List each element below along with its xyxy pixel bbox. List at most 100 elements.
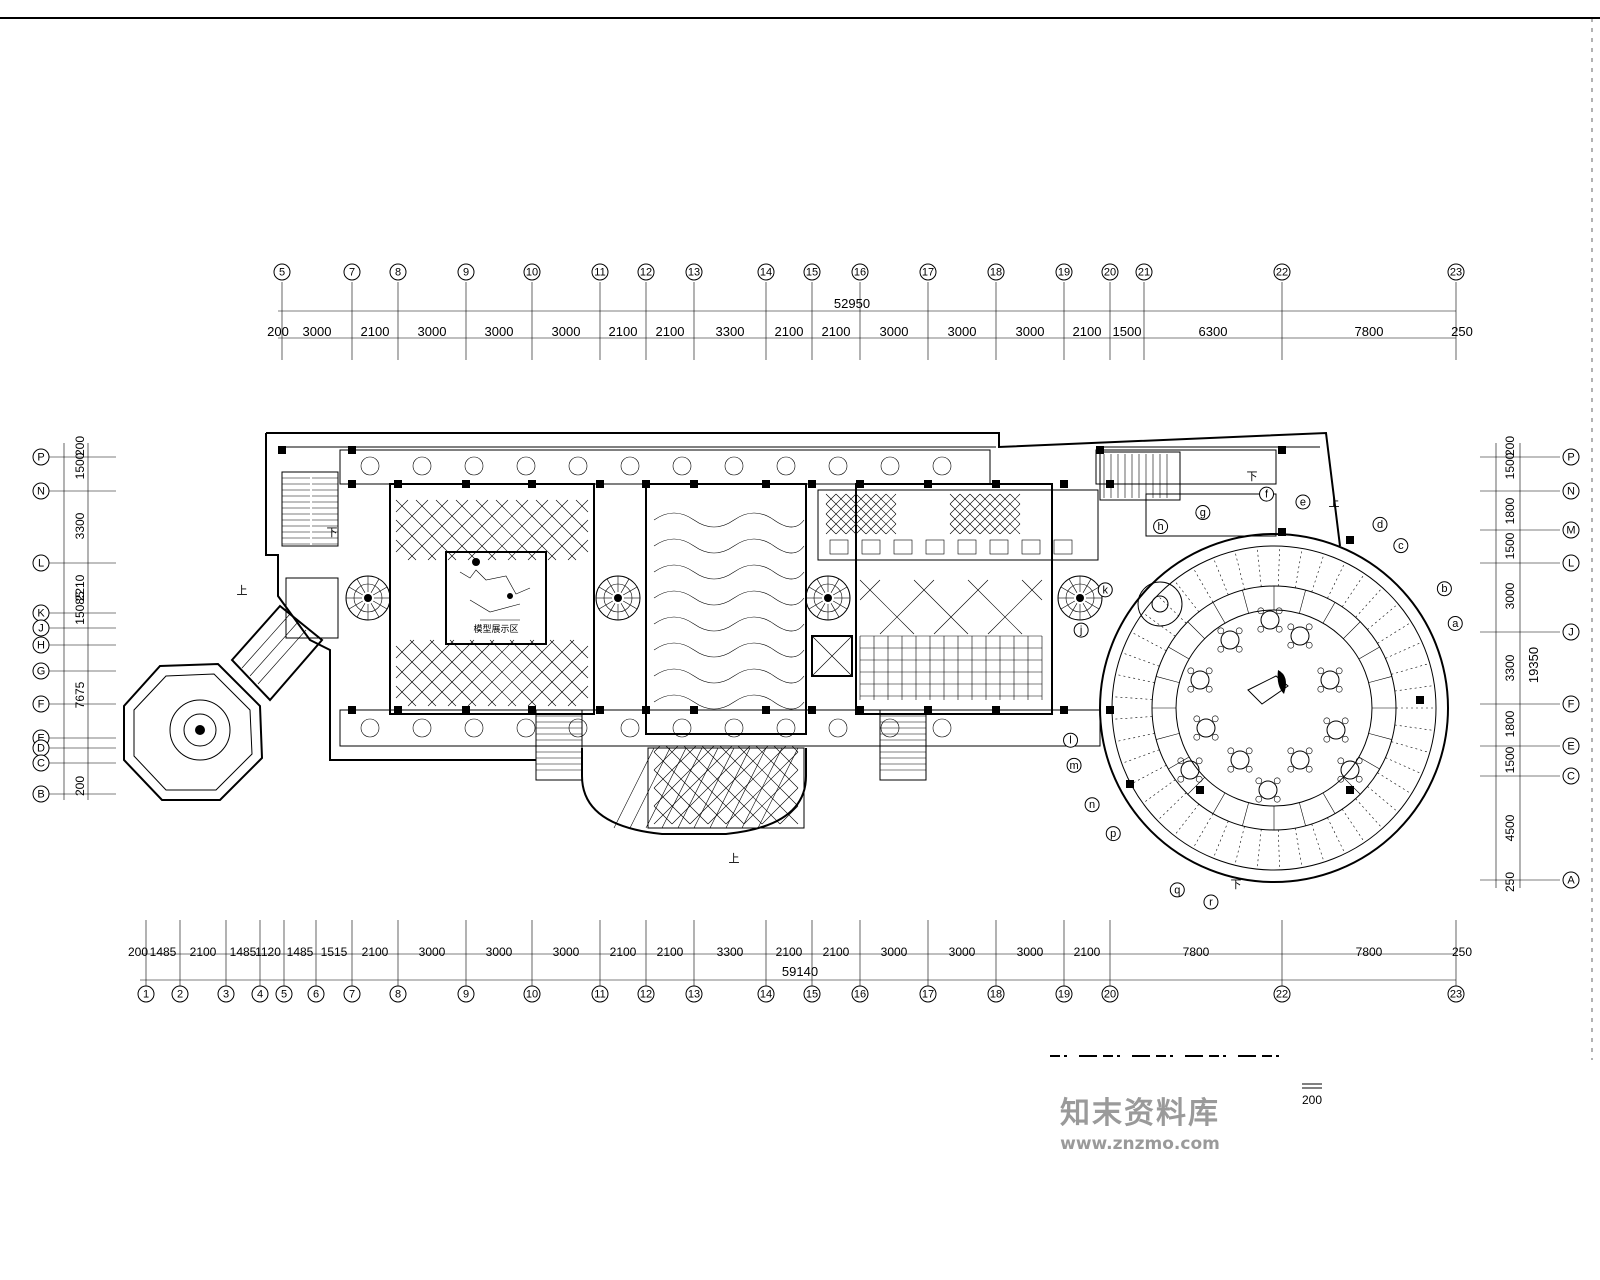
- scale-value: 200: [1302, 1093, 1322, 1107]
- circle-axis-bubble-circle: [1097, 582, 1113, 598]
- circle-axis-bubble-circle: [1203, 894, 1219, 910]
- left-axis-bubble: H: [37, 640, 45, 652]
- bottom-axis-bubble: 13: [688, 989, 700, 1001]
- right-axis-bubble-circle: [1562, 521, 1580, 539]
- svg-text:模型展示区: 模型展示区: [473, 624, 518, 634]
- central-lobby: [645, 483, 807, 735]
- circle-axis-bubble: l: [1069, 735, 1071, 747]
- bottom-axis-bubble-circle: [637, 985, 655, 1003]
- top-dimension-value: 7800: [1355, 324, 1384, 339]
- top-axis-bubble: 12: [640, 267, 652, 279]
- top-dimension-value: 6300: [1199, 324, 1228, 339]
- top-dimension-value: 250: [1451, 324, 1473, 339]
- top-dimension-value: 2100: [609, 324, 638, 339]
- stair-label-3: 上: [729, 852, 740, 865]
- right-dimension-value: 4500: [1503, 814, 1517, 841]
- right-axis-bubble-circle: [1562, 448, 1580, 466]
- top-axis-bubble-circle: [803, 263, 821, 281]
- circle-axis-bubble-circle: [1084, 797, 1100, 813]
- circle-axis-bubble: h: [1158, 521, 1164, 533]
- top-axis-bubble: 13: [688, 267, 700, 279]
- right-axis-bubble-circle: [1562, 695, 1580, 713]
- south-planter-strip: [339, 709, 1101, 747]
- left-axis-bubble-circle: [32, 754, 50, 772]
- right-axis-bubble-circle: [1562, 737, 1580, 755]
- scale-note: 200: [1302, 1083, 1322, 1107]
- bottom-dimension-value: 250: [1452, 945, 1472, 959]
- top-dimension-value: 3000: [880, 324, 909, 339]
- top-dimension-value: 200: [267, 324, 289, 339]
- bottom-dimension-value: 3000: [486, 945, 513, 959]
- bottom-axis-bubble: 8: [395, 989, 401, 1001]
- circle-axis-bubble: k: [1103, 584, 1109, 596]
- circle-axis-bubble: b: [1441, 583, 1447, 595]
- top-dimension-value: 3000: [485, 324, 514, 339]
- left-axis-bubble: E: [37, 733, 44, 745]
- top-axis-bubble-circle: [389, 263, 407, 281]
- right-axis-bubble: M: [1566, 525, 1575, 537]
- right-dimension-value: 3300: [1503, 654, 1517, 681]
- top-axis-bubble-circle: [523, 263, 541, 281]
- east-restrooms: [817, 489, 1099, 561]
- west-exhibit-hall: [389, 483, 595, 715]
- watermark-name: 知末资料库: [1060, 1096, 1220, 1131]
- bottom-dimension-value: 1515: [321, 945, 348, 959]
- left-axis-bubble-circle: [32, 662, 50, 680]
- bottom-axis-bubble: 17: [922, 989, 934, 1001]
- bottom-total-dimension: 59140: [782, 964, 818, 979]
- bottom-dimension-value: 1485: [230, 945, 257, 959]
- bottom-dimension-value: 1485: [287, 945, 314, 959]
- bottom-axis-bubble-circle: [591, 985, 609, 1003]
- top-dimension-value: 2100: [822, 324, 851, 339]
- bottom-dimension-value: 3300: [717, 945, 744, 959]
- top-dimension-value: 1500: [1113, 324, 1142, 339]
- bottom-axis-bubble-circle: [1055, 985, 1073, 1003]
- left-dimension-value: 200: [73, 776, 87, 796]
- left-axis-bubble-circle: [32, 554, 50, 572]
- circle-axis-bubble-circle: [1372, 516, 1388, 532]
- top-axis-bubble-circle: [851, 263, 869, 281]
- left-axis-bubble: G: [37, 666, 46, 678]
- top-dimension-value: 3000: [948, 324, 977, 339]
- circle-axis-bubble-circle: [1153, 519, 1169, 535]
- bottom-axis-bubble-circle: [685, 985, 703, 1003]
- bottom-axis-bubble: 22: [1276, 989, 1288, 1001]
- top-dimension-value: 3000: [303, 324, 332, 339]
- bottom-axis-bubble: 6: [313, 989, 319, 1001]
- right-dimension-value: 1500: [1503, 452, 1517, 479]
- bottom-axis-bubble-circle: [523, 985, 541, 1003]
- bottom-axis-bubble: 16: [854, 989, 866, 1001]
- circle-axis-bubble-circle: [1195, 505, 1211, 521]
- top-axis-bubble: 8: [395, 267, 401, 279]
- bottom-axis-bubble-circle: [851, 985, 869, 1003]
- circle-axis-bubble-circle: [1066, 757, 1082, 773]
- bottom-axis-bubble: 5: [281, 989, 287, 1001]
- bottom-axis-bubble-circle: [919, 985, 937, 1003]
- bottom-axis-bubble-circle: [171, 985, 189, 1003]
- bottom-dimension-value: 3000: [419, 945, 446, 959]
- bottom-axis-bubble: 14: [760, 989, 772, 1001]
- right-dimension-value: 200: [1503, 436, 1517, 456]
- bottom-dimension-value: 200: [128, 945, 148, 959]
- bottom-dimension-value: 3000: [553, 945, 580, 959]
- right-dimension-value: 1800: [1503, 497, 1517, 524]
- bottom-axis-bubble: 12: [640, 989, 652, 1001]
- bottom-axis-bubble-circle: [987, 985, 1005, 1003]
- watermark: 知末资料库 www.znzmo.com: [1030, 1088, 1250, 1154]
- bottom-axis-bubble-circle: [343, 985, 361, 1003]
- circle-axis-bubble-circle: [1063, 732, 1079, 748]
- stair-label-5: 上: [1329, 496, 1340, 509]
- circle-axis-bubble: r: [1209, 897, 1213, 909]
- right-axis-bubble: F: [1568, 699, 1575, 711]
- bottom-axis-bubble: 3: [223, 989, 229, 1001]
- left-axis-bubble: J: [38, 623, 44, 635]
- bottom-dimension-value: 2100: [362, 945, 389, 959]
- top-axis-bubble: 14: [760, 267, 772, 279]
- bottom-axis-bubble-circle: [307, 985, 325, 1003]
- circle-axis-bubble: a: [1452, 618, 1459, 630]
- top-axis-bubble: 21: [1138, 267, 1150, 279]
- circle-axis-bubble-circle: [1169, 882, 1185, 898]
